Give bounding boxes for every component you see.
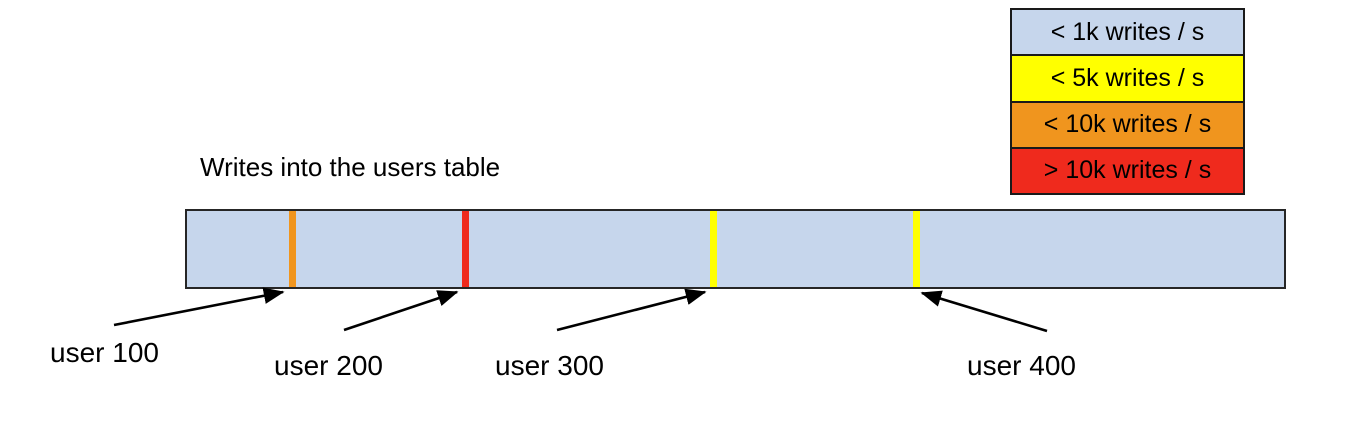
legend-item-label: < 10k writes / s: [1043, 110, 1212, 139]
arrow-user-100: [113, 287, 285, 327]
arrow-user-200: [343, 290, 459, 332]
users-table-bar: [185, 209, 1286, 289]
legend: < 1k writes / s < 5k writes / s < 10k wr…: [1010, 8, 1245, 195]
chart-title: Writes into the users table: [200, 152, 501, 182]
legend-item-gt-10k: > 10k writes / s: [1012, 148, 1243, 193]
legend-item-lt-1k: < 1k writes / s: [1012, 10, 1243, 57]
callout-label-user-300: user 300: [495, 350, 604, 381]
legend-item-lt-5k: < 5k writes / s: [1012, 56, 1243, 103]
marker-user-100: [289, 211, 296, 287]
marker-user-200: [462, 211, 469, 287]
arrow-user-300: [556, 288, 707, 332]
legend-item-lt-10k: < 10k writes / s: [1012, 102, 1243, 149]
legend-item-label: < 1k writes / s: [1050, 17, 1205, 46]
callout-label-user-100: user 100: [50, 337, 159, 368]
legend-item-label: < 5k writes / s: [1050, 63, 1205, 92]
legend-item-label: > 10k writes / s: [1043, 156, 1212, 185]
callout-label-user-200: user 200: [274, 350, 383, 381]
arrow-user-400: [920, 290, 1048, 333]
callout-label-user-400: user 400: [967, 350, 1076, 381]
marker-user-300: [710, 211, 717, 287]
marker-user-400: [913, 211, 920, 287]
